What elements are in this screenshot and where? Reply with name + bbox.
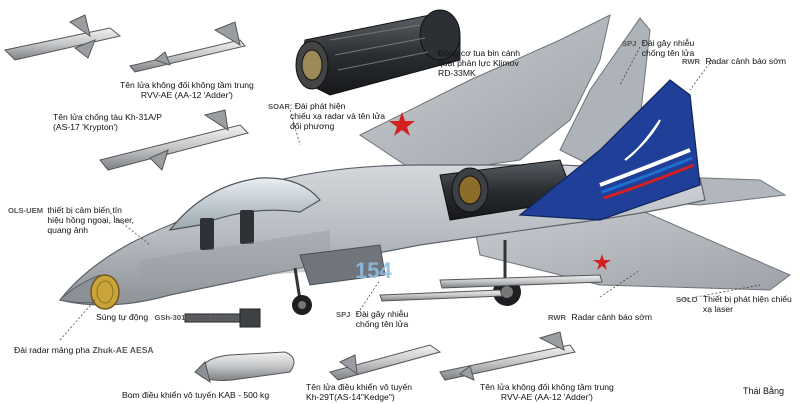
label-rwr-bottom: RWR Radar cảnh báo sớm [548, 312, 652, 323]
ejection-seat-rear [240, 210, 254, 244]
gsh301-cannon [184, 308, 261, 328]
label-solo-code: SOLO [676, 295, 698, 304]
kh31-missile-top [3, 14, 122, 61]
label-rwr-bottom-code: RWR [548, 313, 566, 322]
credit: Thái Bằng [742, 386, 784, 396]
rvv-ae-missile-bottom [439, 331, 576, 381]
label-gun-code: GSh-301 30mm cannon [154, 313, 239, 322]
kh31-missile-mid [99, 109, 249, 171]
label-soar-text: : Đài phát hiện chiếu xạ radar và tên lử… [289, 101, 386, 131]
ejection-seat-front [200, 218, 214, 250]
label-solo-text: Thiết bị phát hiện chiếu xạ laser [702, 294, 792, 314]
label-soar: SOAR: Đài phát hiện chiếu xạ radar và tê… [268, 101, 385, 131]
label-gun: Súng tự động GSh-301 30mm cannon [96, 312, 238, 323]
nose-landing-gear [292, 267, 312, 315]
label-radar-text: Đài radar mảng pha [14, 345, 90, 355]
label-rvv-ae-top: Tên lửa không đối không tầm trung RVV-AE… [120, 80, 254, 100]
label-spj-bottom-code: SPJ [336, 310, 351, 319]
label-rwr-top: RWR Radar cảnh báo sớm [682, 56, 786, 67]
label-spj-top-text: Đài gây nhiễu chống tên lửa [641, 38, 695, 58]
label-gun-text: Súng tự động [96, 312, 149, 322]
label-spj-top: SPJ Đài gây nhiễu chống tên lửa [622, 38, 694, 58]
label-rwr-top-code: RWR [682, 57, 700, 66]
rvv-ae-missile-top [129, 21, 246, 73]
label-kab: Bom điều khiển vô tuyến KAB - 500 kg [122, 390, 270, 400]
label-olsuem-text: thiết bị cảm biến tín hiệu hồng ngoại, l… [47, 205, 134, 235]
label-radar-code: Zhuk-AE AESA [92, 345, 154, 355]
label-rvv-ae-bottom: Tên lửa không đối không tầm trung RVV-AE… [480, 382, 614, 402]
label-radar: Đài radar mảng pha Zhuk-AE AESA [14, 345, 154, 355]
air-intake [299, 244, 386, 286]
radar-antenna [90, 274, 120, 310]
red-star-wing [389, 112, 415, 136]
aircraft: 154 [58, 14, 791, 315]
fuselage-number: 154 [355, 258, 392, 283]
label-kh31: Tên lửa chống tàu Kh-31A/P (AS-17 'Krypt… [53, 112, 162, 132]
label-spj-bottom-text: Đài gây nhiễu chống tên lửa [355, 309, 409, 329]
detached-engine [295, 9, 461, 96]
label-olsuem-code: OLS-UEM [8, 206, 44, 215]
red-star-wing-right [593, 254, 611, 270]
label-kh29: Tên lửa điều khiển vô tuyến Kh-29T(AS-14… [306, 382, 413, 402]
label-solo: SOLO Thiết bị phát hiện chiếu xạ laser [676, 294, 792, 314]
label-olsuem: OLS-UEM thiết bị cảm biến tín hiệu hồng … [8, 205, 134, 235]
label-rwr-top-text: Radar cảnh báo sớm [705, 56, 787, 66]
label-engine: Động cơ tua bin cánh quạt phản lực Klimo… [438, 48, 521, 78]
kh29-missile [329, 344, 442, 381]
label-soar-code: SOAR [268, 102, 290, 111]
right-vertical-tail [518, 79, 701, 221]
label-spj-bottom: SPJ Đài gây nhiễu chống tên lửa [336, 309, 408, 329]
leader-lines [59, 46, 761, 341]
kab500-bomb [194, 351, 295, 384]
label-spj-top-code: SPJ [622, 39, 637, 48]
label-rwr-bottom-text: Radar cảnh báo sớm [571, 312, 653, 322]
